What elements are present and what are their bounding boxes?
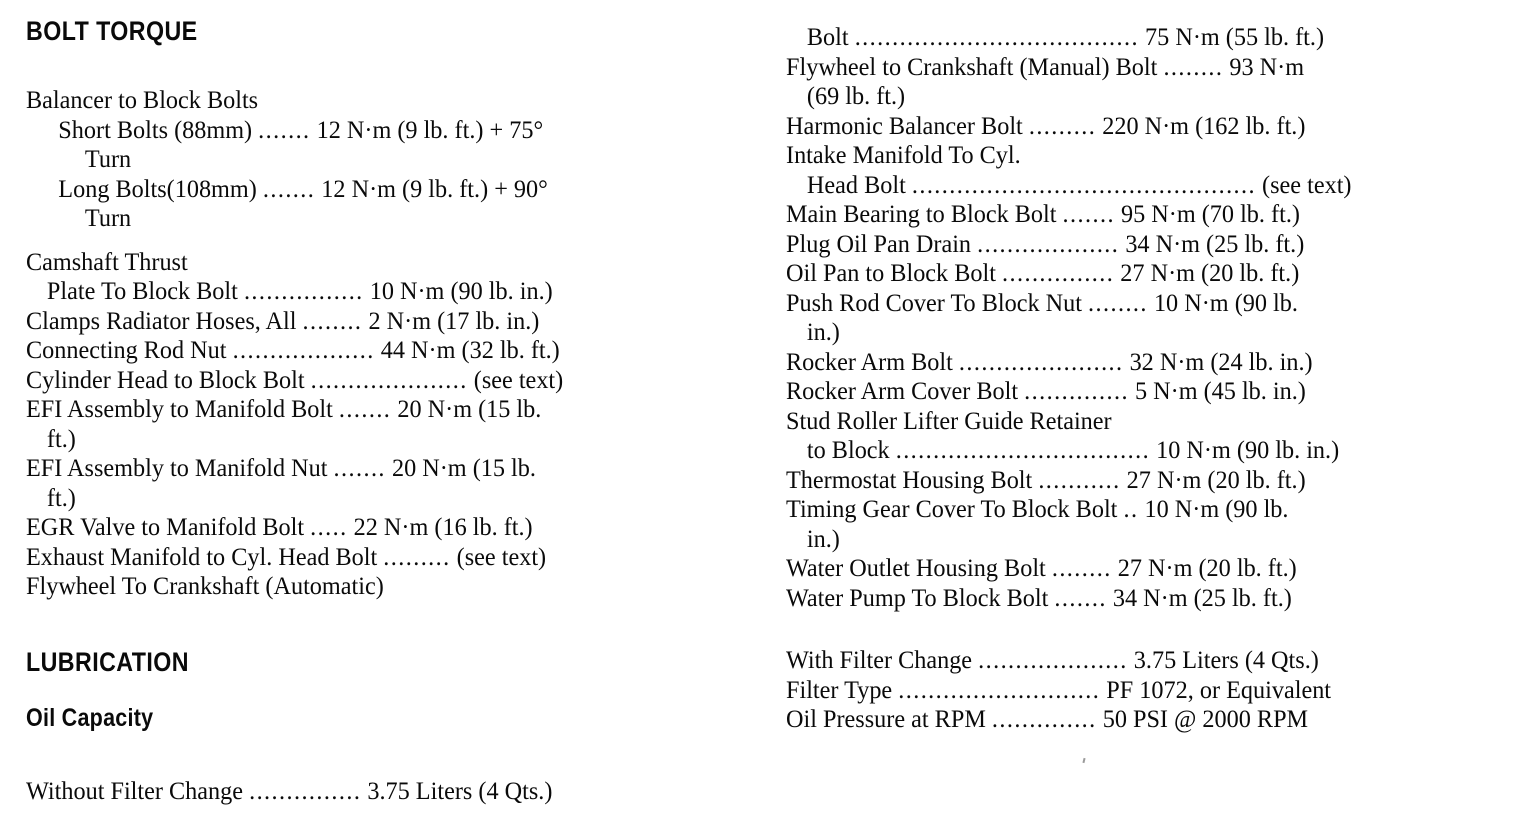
spec-plug-oil-pan-drain: Plug Oil Pan Drain ................... 3… — [786, 228, 1305, 258]
left-column: BOLT TORQUE Balancer to Block Bolts Shor… — [26, 0, 738, 805]
spec-main-bearing-to-block-bolt: Main Bearing to Block Bolt ....... 95 N·… — [786, 199, 1300, 228]
spec-stud-roller-lifter-to-block: to Block ...............................… — [806, 435, 1340, 464]
spec-water-outlet-housing-bolt: Water Outlet Housing Bolt ........ 27 N·… — [786, 553, 1297, 582]
spec-flywheel-to-crankshaft-automatic: Flywheel To Crankshaft (Automatic) — [26, 571, 384, 600]
heading-lubrication: LUBRICATION — [26, 646, 189, 677]
spec-harmonic-balancer-bolt: Harmonic Balancer Bolt ......... 220 N·m… — [786, 110, 1306, 140]
spec-short-bolts: Short Bolts (88mm) ....... 12 N·m (9 lb.… — [58, 114, 544, 144]
spec-camshaft-thrust-plate: Plate To Block Bolt ................ 10 … — [46, 276, 553, 305]
spec-long-bolts-cont: Turn — [84, 203, 132, 232]
spec-cylinder-head-to-block-bolt: Cylinder Head to Block Bolt ............… — [26, 364, 564, 394]
scan-speck — [1082, 757, 1086, 764]
spec-push-rod-cover-to-block-nut: Push Rod Cover To Block Nut ........ 10 … — [786, 287, 1298, 317]
spec-camshaft-thrust: Camshaft Thrust — [26, 246, 188, 276]
spec-intake-manifold-to-cyl: Intake Manifold To Cyl. — [786, 140, 1021, 169]
spec-exhaust-manifold-to-cyl-head-bolt: Exhaust Manifold to Cyl. Head Bolt .....… — [26, 541, 547, 571]
spec-rocker-arm-cover-bolt: Rocker Arm Cover Bolt .............. 5 N… — [786, 376, 1306, 405]
spec-with-filter-change: With Filter Change .................... … — [786, 645, 1319, 674]
spec-long-bolts: Long Bolts(108mm) ....... 12 N·m (9 lb. … — [58, 173, 548, 203]
spec-efi-assembly-to-manifold-nut: EFI Assembly to Manifold Nut ....... 20 … — [26, 453, 536, 482]
spec-flywheel-to-crankshaft-manual-cont: (69 lb. ft.) — [806, 81, 906, 110]
spec-short-bolts-cont: Turn — [84, 144, 132, 173]
spec-efi-assembly-to-manifold-bolt: EFI Assembly to Manifold Bolt ....... 20… — [26, 394, 542, 423]
spec-efi-assembly-to-manifold-nut-cont: ft.) — [46, 482, 76, 512]
spec-egr-valve-to-manifold-bolt: EGR Valve to Manifold Bolt ..... 22 N·m … — [26, 512, 533, 541]
subheading-oil-capacity: Oil Capacity — [26, 703, 154, 732]
spec-timing-gear-cover-to-block-bolt-cont: in.) — [806, 523, 840, 553]
spec-oil-pressure-at-rpm: Oil Pressure at RPM .............. 50 PS… — [786, 704, 1309, 733]
spec-without-filter-change: Without Filter Change ............... 3.… — [26, 775, 553, 805]
spec-push-rod-cover-to-block-nut-cont: in.) — [806, 317, 840, 346]
spec-stud-roller-lifter-guide-retainer: Stud Roller Lifter Guide Retainer — [786, 405, 1112, 435]
spec-rocker-arm-bolt: Rocker Arm Bolt ...................... 3… — [786, 346, 1313, 376]
heading-bolt-torque: BOLT TORQUE — [26, 16, 198, 46]
spec-connecting-rod-nut: Connecting Rod Nut ................... 4… — [26, 335, 560, 364]
spec-intake-manifold-head-bolt: Head Bolt ..............................… — [806, 169, 1352, 199]
spec-clamps-radiator-hoses: Clamps Radiator Hoses, All ........ 2 N·… — [26, 305, 540, 335]
spec-flywheel-to-crankshaft-manual: Flywheel to Crankshaft (Manual) Bolt ...… — [786, 51, 1305, 81]
spec-oil-pan-to-block-bolt: Oil Pan to Block Bolt ............... 27… — [786, 258, 1300, 287]
spec-efi-assembly-to-manifold-bolt-cont: ft.) — [46, 423, 76, 453]
spec-filter-type: Filter Type ........................... … — [786, 674, 1332, 704]
group-title-balancer: Balancer to Block Bolts — [26, 85, 259, 114]
spec-water-pump-to-block-bolt: Water Pump To Block Bolt ....... 34 N·m … — [786, 582, 1292, 612]
spec-thermostat-housing-bolt: Thermostat Housing Bolt ........... 27 N… — [786, 464, 1306, 494]
spec-bolt: Bolt ...................................… — [806, 22, 1325, 51]
right-column: Bolt ...................................… — [786, 0, 1494, 734]
spec-timing-gear-cover-to-block-bolt: Timing Gear Cover To Block Bolt .. 10 N·… — [786, 494, 1289, 523]
